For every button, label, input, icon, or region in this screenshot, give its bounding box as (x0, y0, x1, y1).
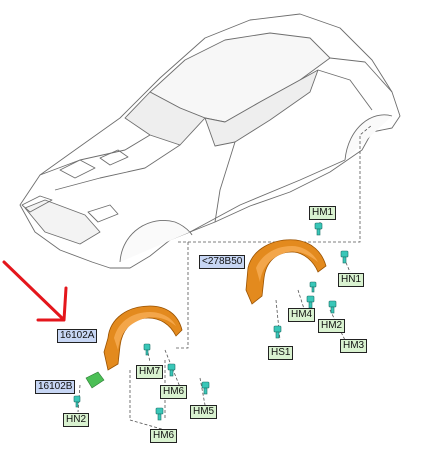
callout-hm7[interactable]: HM7 (136, 365, 164, 379)
clip-icon (201, 381, 210, 395)
callout-16102b[interactable]: 16102B (35, 380, 76, 394)
callout-hm4[interactable]: HM4 (288, 308, 316, 322)
headlight-left (21, 195, 119, 223)
car-body (19, 13, 401, 269)
bracket-16102b (85, 371, 105, 389)
clip-icon (314, 222, 323, 236)
clip-icon (155, 407, 164, 421)
callout-hm6-lower[interactable]: HM6 (150, 429, 178, 443)
hood (39, 134, 181, 191)
rear-deck (317, 57, 393, 111)
hood-vent (59, 149, 129, 179)
clip-icon (143, 343, 151, 356)
callout-hn2[interactable]: HN2 (63, 413, 90, 427)
callout-278b50[interactable]: <278B50 (199, 255, 246, 269)
callout-hm6-upper[interactable]: HM6 (160, 385, 188, 399)
leader-rear-hs (275, 289, 306, 341)
leader-front (175, 241, 189, 349)
door-line (189, 141, 346, 233)
clip-icon (167, 363, 176, 377)
callout-hm5[interactable]: HM5 (190, 405, 218, 419)
callout-hm1[interactable]: HM1 (309, 206, 337, 220)
front-liner-highlight (114, 312, 176, 350)
callout-16102a[interactable]: 16102A (57, 329, 98, 343)
callout-hs1[interactable]: HS1 (268, 346, 294, 360)
leader-front-hn2 (77, 384, 81, 413)
rear-liner-278b50 (245, 239, 327, 305)
clip-icon (306, 295, 315, 309)
clip-icon (73, 395, 81, 408)
clips (73, 222, 349, 421)
callout-hm2[interactable]: HM2 (318, 319, 346, 333)
rear-wheel-arch (344, 114, 393, 161)
side-window (204, 69, 319, 147)
front-liner-16102a (103, 305, 183, 371)
front-wheel-arch (119, 220, 193, 263)
clip-icon (340, 250, 349, 264)
rear-liner-highlight (256, 246, 318, 282)
clip-icon (309, 281, 317, 293)
callout-hn1[interactable]: HN1 (338, 273, 365, 287)
front-grille (24, 199, 101, 245)
red-arrow-icon (2, 260, 68, 322)
clip-icon (328, 300, 337, 314)
callout-hm3[interactable]: HM3 (340, 339, 368, 353)
clip-icon (273, 325, 282, 339)
